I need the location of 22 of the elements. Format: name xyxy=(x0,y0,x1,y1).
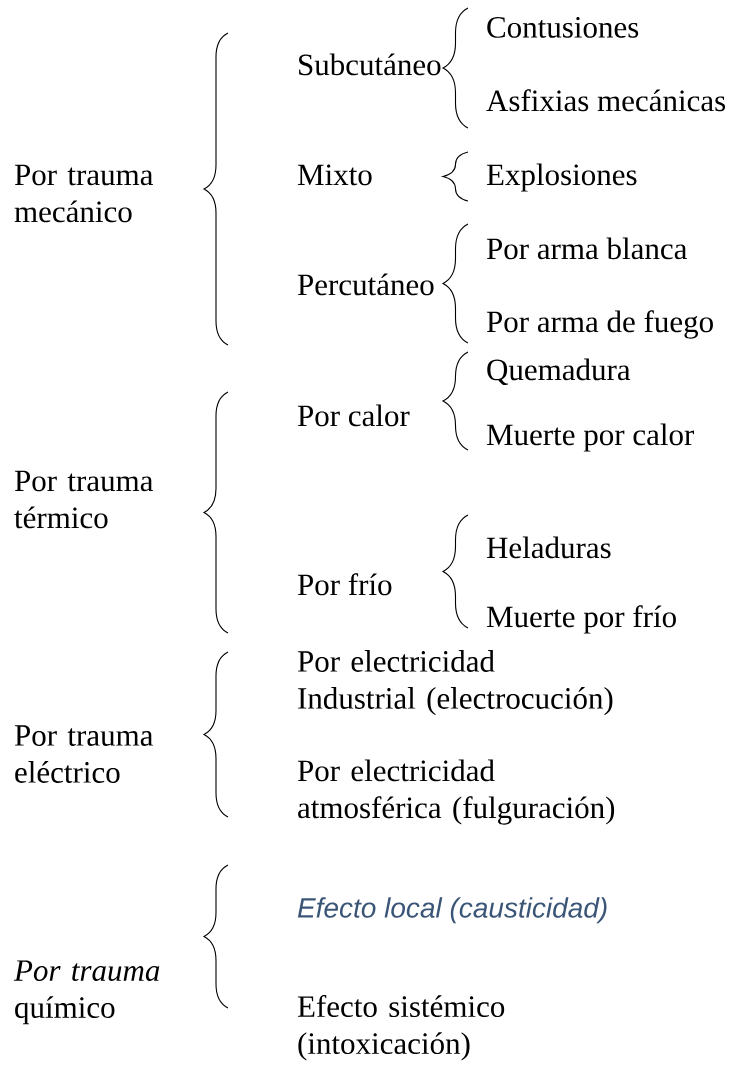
category-text: Percutáneo xyxy=(297,273,434,296)
category-text: Efecto local (causticidad) xyxy=(297,897,607,924)
category-text: Asfixias mecánicas xyxy=(486,89,726,112)
category-text: Por trauma químico xyxy=(13,960,160,1025)
category-text: Muerte por calor xyxy=(486,423,695,452)
category-text: Por trauma mecánico xyxy=(14,164,154,223)
category-text: Por calor xyxy=(297,404,410,427)
category-text: Por arma de fuego xyxy=(486,310,713,339)
category-text: Por trauma térmico xyxy=(14,470,154,529)
category-text: Explosiones xyxy=(486,163,637,192)
category-text: Mixto xyxy=(297,164,372,186)
category-text: Contusiones xyxy=(487,17,639,38)
category-text: Efecto sistémico (intoxicación) xyxy=(297,995,505,1061)
category-text: Por arma blanca xyxy=(486,237,687,260)
category-text: Quemadura xyxy=(487,358,631,386)
category-text: Subcutáneo xyxy=(299,53,441,76)
category-text: Por trauma eléctrico xyxy=(14,725,154,783)
category-text: Heladuras xyxy=(486,536,611,559)
category-text: Muerte por frío xyxy=(486,605,676,634)
category-text: Por frío xyxy=(297,573,392,596)
category-text: Por electricidad atmosférica (fulguración) xyxy=(297,759,615,825)
category-text: Por electricidad Industrial (electrocución) xyxy=(297,650,613,716)
